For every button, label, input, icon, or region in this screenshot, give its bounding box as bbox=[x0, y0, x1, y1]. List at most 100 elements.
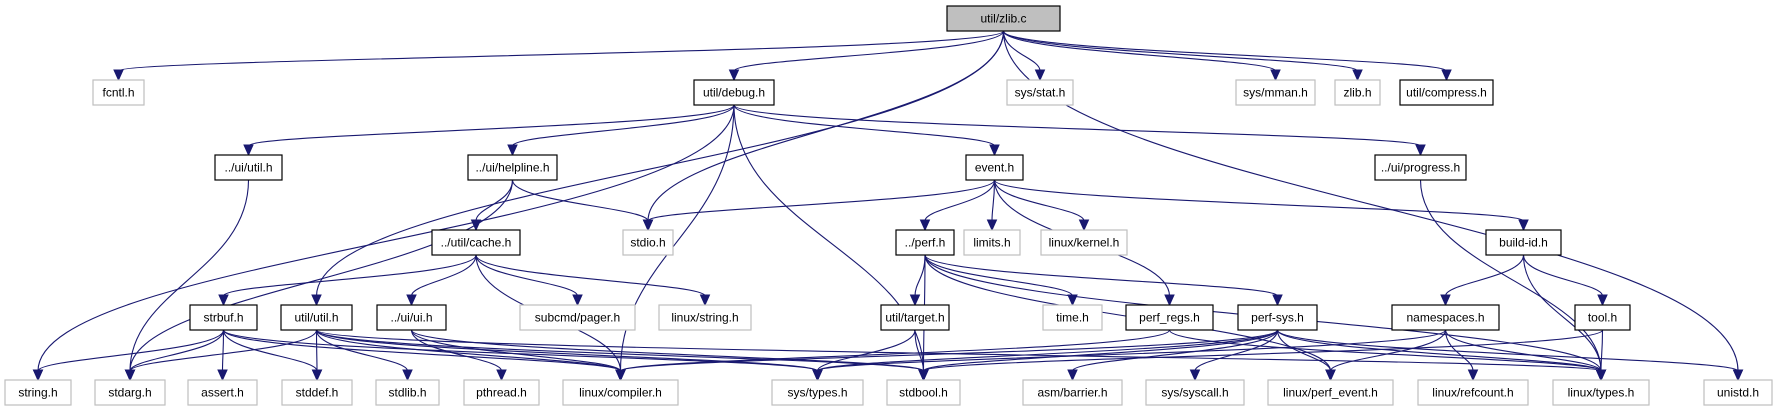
edge-perf_sys_h-to-linux_perf_event_h bbox=[1276, 329, 1336, 382]
node-box bbox=[771, 379, 864, 406]
node-label: util/zlib.c bbox=[980, 12, 1026, 26]
node-label: event.h bbox=[975, 161, 1014, 175]
node-box bbox=[693, 79, 775, 106]
node-label: pthread.h bbox=[476, 386, 527, 400]
node-label: ../perf.h bbox=[905, 236, 946, 250]
edge-line bbox=[1002, 30, 1359, 72]
edge-line bbox=[733, 30, 1005, 72]
node-tool-h[interactable]: tool.h bbox=[1574, 304, 1631, 331]
edge-line bbox=[247, 104, 735, 147]
edge-build_id_h-to-tool_h bbox=[1522, 254, 1608, 307]
node-label: namespaces.h bbox=[1406, 311, 1484, 325]
edge-line bbox=[733, 104, 1422, 147]
edge-line bbox=[315, 329, 318, 372]
arrowhead-icon bbox=[615, 369, 626, 382]
edge-util_util_h-to-stdlib_h bbox=[315, 329, 413, 382]
node-label: strbuf.h bbox=[203, 311, 243, 325]
node-fcntl-h: fcntl.h bbox=[92, 79, 145, 106]
edge-zlib_c-to-fcntl_h bbox=[113, 30, 1005, 82]
node-util-compress-h[interactable]: util/compress.h bbox=[1399, 79, 1494, 106]
arrowhead-icon bbox=[572, 294, 583, 307]
edge-ui_helpline_h-to-stdarg_h bbox=[124, 179, 514, 382]
edge-util_util_h-to-sys_types_h bbox=[315, 329, 823, 382]
edge-event_h-to-limits_h bbox=[986, 179, 998, 232]
node-ui-ui-h[interactable]: ../ui/ui.h bbox=[376, 304, 447, 331]
node-build-id-h[interactable]: build-id.h bbox=[1485, 229, 1562, 256]
node-util-util-h[interactable]: util/util.h bbox=[280, 304, 353, 331]
arrowhead-icon bbox=[113, 69, 124, 82]
node-unistd-h: unistd.h bbox=[1703, 379, 1773, 406]
edge-line bbox=[733, 104, 996, 147]
node-label: asm/barrier.h bbox=[1037, 386, 1107, 400]
node-box bbox=[895, 229, 955, 256]
node-box bbox=[463, 379, 540, 406]
edge-perf_sys_h-to-sys_syscall_h bbox=[1189, 329, 1279, 382]
edge-util_cache_h-to-ui_ui_h bbox=[406, 254, 477, 307]
edge-line bbox=[315, 329, 819, 372]
node-zlib-c: util/zlib.c bbox=[946, 5, 1061, 32]
edge-namespaces_h-to-linux_perf_event_h bbox=[1325, 329, 1447, 382]
node-limits-h: limits.h bbox=[963, 229, 1021, 256]
edge-tool_h-to-stdbool_h bbox=[918, 329, 1604, 382]
edge-line bbox=[315, 329, 622, 372]
node-box bbox=[467, 154, 558, 181]
node-label: linux/refcount.h bbox=[1432, 386, 1513, 400]
node-sys-syscall-h: sys/syscall.h bbox=[1145, 379, 1245, 406]
arrowhead-icon bbox=[1518, 219, 1529, 232]
edge-event_h-to-build_id_h bbox=[993, 179, 1529, 232]
node-event-h[interactable]: event.h bbox=[965, 154, 1024, 181]
node-util-debug-h[interactable]: util/debug.h bbox=[693, 79, 775, 106]
node-zlib-h: zlib.h bbox=[1334, 79, 1381, 106]
node-util-cache-h[interactable]: ../util/cache.h bbox=[431, 229, 521, 256]
node-label: stdarg.h bbox=[108, 386, 151, 400]
node-box bbox=[880, 304, 950, 331]
edge-line bbox=[1444, 254, 1525, 297]
node-ui-helpline-h[interactable]: ../ui/helpline.h bbox=[467, 154, 558, 181]
node-box bbox=[1574, 304, 1631, 331]
node-strbuf-h[interactable]: strbuf.h bbox=[189, 304, 258, 331]
node-label: sys/types.h bbox=[787, 386, 847, 400]
node-perf-sys-h[interactable]: perf-sys.h bbox=[1237, 304, 1318, 331]
node-label: build-id.h bbox=[1499, 236, 1548, 250]
node-label: time.h bbox=[1056, 311, 1089, 325]
node-stdarg-h: stdarg.h bbox=[94, 379, 166, 406]
edge-line bbox=[1444, 329, 1602, 372]
arrowhead-icon bbox=[1597, 294, 1608, 307]
edge-line bbox=[37, 329, 225, 372]
edge-tool_h-to-linux_types_h bbox=[1595, 329, 1607, 382]
node-box bbox=[281, 379, 353, 406]
node-namespaces-h[interactable]: namespaces.h bbox=[1391, 304, 1500, 331]
node-box bbox=[1417, 379, 1529, 406]
node-label: util/util.h bbox=[294, 311, 338, 325]
arrowhead-icon bbox=[1034, 69, 1046, 82]
node-label: fcntl.h bbox=[102, 86, 134, 100]
node-linux-kernel-h: linux/kernel.h bbox=[1040, 229, 1128, 256]
edge-line bbox=[619, 329, 1279, 372]
edge-ui_helpline_h-to-stdio_h bbox=[511, 179, 654, 232]
node-ui-util-h[interactable]: ../ui/util.h bbox=[214, 154, 283, 181]
node-box bbox=[431, 229, 521, 256]
node-perf-regs-h[interactable]: perf_regs.h bbox=[1125, 304, 1214, 331]
node-perf-h[interactable]: ../perf.h bbox=[895, 229, 955, 256]
edge-line bbox=[410, 329, 622, 372]
edge-util_debug_h-to-event_h bbox=[733, 104, 1000, 157]
arrowhead-icon bbox=[1272, 294, 1283, 307]
edge-line bbox=[924, 179, 996, 222]
node-ui-progress-h[interactable]: ../ui/progress.h bbox=[1374, 154, 1467, 181]
node-linux-refcount-h: linux/refcount.h bbox=[1417, 379, 1529, 406]
edge-line bbox=[922, 329, 1279, 372]
arrowhead-icon bbox=[311, 369, 323, 382]
node-linux-perf-event-h: linux/perf_event.h bbox=[1267, 379, 1394, 406]
edge-line bbox=[222, 329, 622, 372]
node-label: limits.h bbox=[973, 236, 1010, 250]
node-label: string.h bbox=[18, 386, 57, 400]
edge-line bbox=[1522, 254, 1602, 372]
edge-line bbox=[129, 179, 250, 372]
edge-line bbox=[37, 104, 735, 372]
node-stddef-h: stddef.h bbox=[281, 379, 353, 406]
node-util-target-h[interactable]: util/target.h bbox=[880, 304, 950, 331]
node-box bbox=[1399, 79, 1494, 106]
node-box bbox=[1237, 304, 1318, 331]
edge-util_util_h-to-linux_compiler_h bbox=[315, 329, 626, 382]
node-stdio-h: stdio.h bbox=[622, 229, 674, 256]
